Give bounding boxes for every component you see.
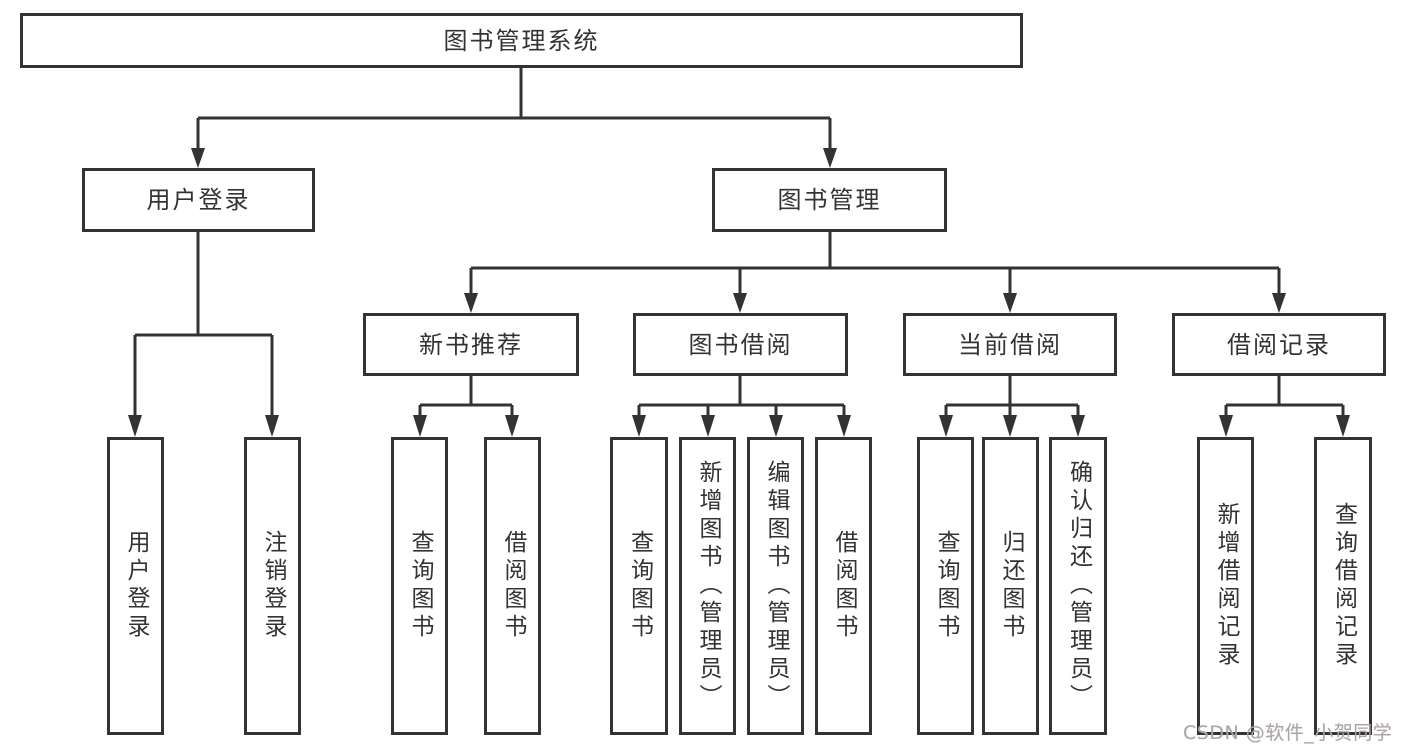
arrowhead-icon [464, 293, 478, 313]
leaf-add-book-admin: 新增图书（管理员） [679, 437, 736, 735]
arrowhead-icon [769, 415, 783, 437]
leaf-edit-book-admin: 编辑图书（管理员） [747, 437, 804, 735]
node-book-management: 图书管理 [712, 168, 947, 232]
node-user-login: 用户登录 [82, 168, 315, 232]
leaf-borrow-book-recommend: 借阅图书 [484, 437, 541, 735]
arrowhead-icon [1336, 415, 1350, 437]
arrowhead-icon [128, 415, 142, 437]
leaf-add-borrow-record: 新增借阅记录 [1197, 437, 1254, 735]
arrowhead-icon [1071, 415, 1085, 437]
node-borrow-records: 借阅记录 [1172, 313, 1386, 376]
arrowhead-icon [1003, 415, 1017, 437]
arrowhead-icon [265, 415, 279, 437]
arrowhead-icon [823, 148, 837, 168]
node-book-borrow: 图书借阅 [633, 313, 848, 376]
node-new-book-recommend: 新书推荐 [363, 313, 579, 376]
arrowhead-icon [505, 415, 519, 437]
node-library-system: 图书管理系统 [20, 13, 1023, 68]
leaf-return-book: 归还图书 [982, 437, 1039, 735]
arrowhead-icon [1219, 415, 1233, 437]
arrowhead-icon [1003, 293, 1017, 313]
leaf-query-book-current: 查询图书 [917, 437, 974, 735]
leaf-borrow-book: 借阅图书 [815, 437, 872, 735]
arrowhead-icon [1272, 293, 1286, 313]
node-current-borrow: 当前借阅 [903, 313, 1117, 376]
arrowhead-icon [191, 148, 205, 168]
arrowhead-icon [837, 415, 851, 437]
arrowhead-icon [632, 415, 646, 437]
leaf-query-book-recommend: 查询图书 [391, 437, 448, 735]
arrowhead-icon [413, 415, 427, 437]
arrowhead-icon [733, 293, 747, 313]
leaf-logout: 注销登录 [244, 437, 301, 735]
leaf-user-login: 用户登录 [107, 437, 164, 735]
arrowhead-icon [701, 415, 715, 437]
leaf-query-book-borrow: 查询图书 [610, 437, 668, 735]
leaf-confirm-return-admin: 确认归还（管理员） [1049, 437, 1107, 735]
watermark-text: CSDN @软件_小贺同学 [1183, 722, 1393, 744]
arrowhead-icon [939, 415, 953, 437]
leaf-query-borrow-record: 查询借阅记录 [1314, 437, 1372, 735]
